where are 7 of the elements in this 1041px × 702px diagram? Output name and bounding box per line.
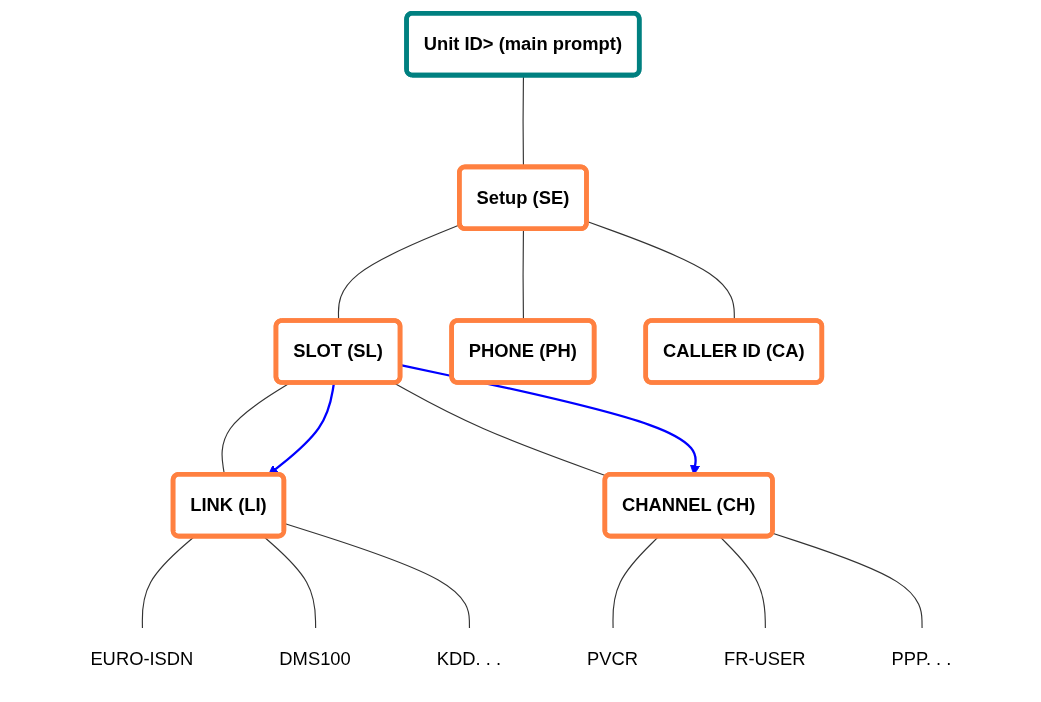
node-text: PPP. . . (891, 648, 952, 668)
node-text: FR-USER (723, 648, 806, 668)
connector (771, 532, 923, 629)
node-text: KDD. . . (436, 648, 501, 668)
node-text: DMS100 (278, 648, 351, 668)
node-text: PVCR (586, 648, 638, 668)
node-text: EURO-ISDN (89, 648, 193, 668)
